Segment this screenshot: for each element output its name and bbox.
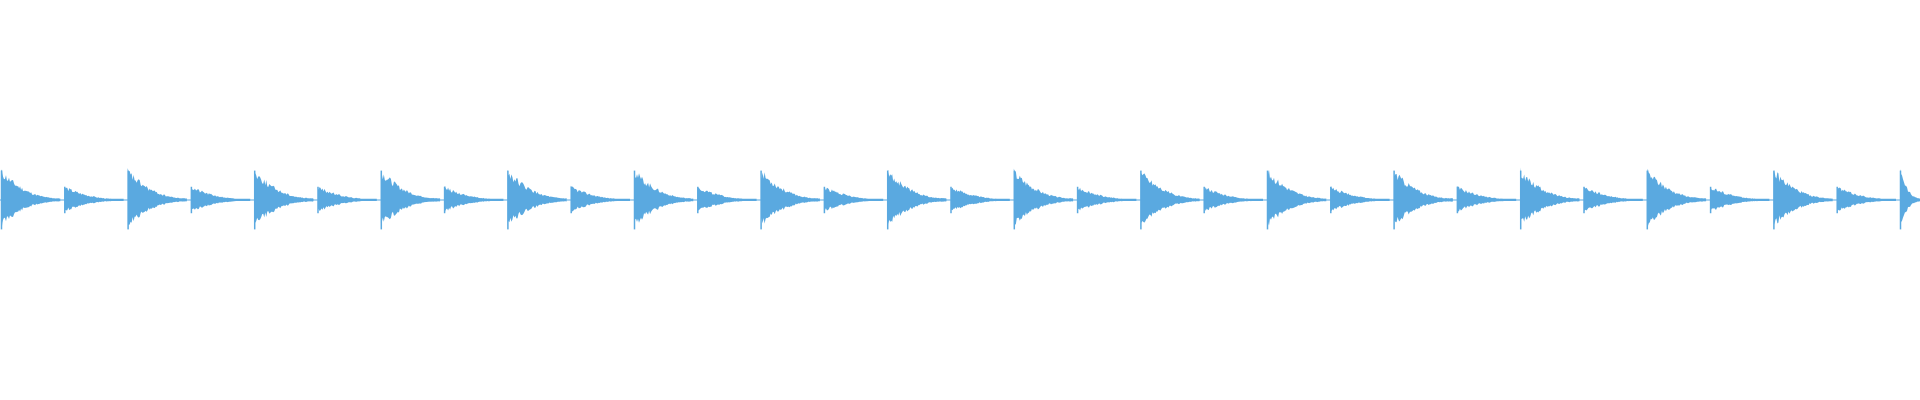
waveform-strong-hit: [1013, 168, 1074, 227]
waveform-beats: [0, 167, 1920, 230]
waveform-weak-hit: [317, 187, 377, 211]
waveform-weak-hit: [570, 185, 630, 212]
waveform-weak-hit: [1583, 187, 1643, 211]
waveform-weak-hit: [1836, 186, 1896, 212]
waveform-weak-hit: [1203, 187, 1263, 211]
waveform-strong-hit: [507, 169, 567, 226]
waveform-weak-hit: [1456, 186, 1517, 212]
waveform-weak-hit: [1077, 187, 1137, 211]
waveform-weak-hit: [64, 186, 124, 212]
waveform-strong-hit: [1520, 167, 1580, 228]
waveform-strong-hit: [634, 173, 694, 223]
waveform-strong-hit: [887, 169, 947, 226]
waveform-weak-hit: [950, 186, 1010, 212]
waveform-weak-hit: [823, 187, 884, 211]
waveform-strong-hit: [254, 172, 314, 224]
waveform-strong-hit: [380, 172, 441, 224]
waveform-weak-hit: [190, 188, 251, 210]
waveform-strong-hit: [1140, 172, 1200, 223]
waveform-weak-hit: [1330, 186, 1390, 212]
waveform-strong-hit: [1393, 170, 1453, 226]
waveform-weak-hit: [697, 187, 757, 211]
waveform-strong-hit: [1, 169, 61, 226]
waveform-strong-hit: [1267, 169, 1327, 226]
waveform-strong-hit: [1900, 169, 1920, 227]
waveform-weak-hit: [444, 186, 504, 212]
waveform-weak-hit: [1710, 188, 1770, 211]
waveform-strong-hit: [760, 172, 820, 224]
waveform-strong-hit: [1773, 170, 1833, 226]
waveform-strong-hit: [1646, 168, 1707, 227]
waveform-strong-hit: [127, 168, 187, 228]
